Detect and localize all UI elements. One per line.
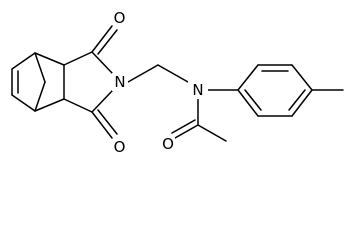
nitrogen-label-amide: N	[192, 81, 203, 99]
bond	[237, 64, 259, 91]
bond	[91, 90, 113, 113]
bond	[291, 89, 313, 117]
bond	[11, 94, 36, 112]
bond	[237, 89, 259, 117]
bond	[91, 51, 113, 74]
bridge-bond	[34, 52, 46, 83]
bond	[127, 64, 159, 83]
bond	[11, 52, 36, 70]
oxygen-label-bottom: O	[114, 138, 126, 156]
norbornene-ring	[11, 52, 65, 112]
tolyl-ring	[207, 64, 344, 117]
bridge-bond	[34, 81, 46, 112]
aromatic-inner-bond	[244, 89, 262, 111]
bond	[291, 64, 313, 91]
double-bond	[91, 111, 113, 139]
double-bond	[91, 25, 113, 53]
bond	[34, 98, 65, 112]
bond	[63, 51, 93, 66]
double-bond	[171, 119, 196, 134]
double-bond	[174, 124, 199, 139]
bond	[34, 52, 65, 66]
molecule-structure-diagram: O N O N O	[11, 9, 344, 156]
nitrogen-label-imide: N	[114, 73, 125, 91]
bond	[197, 124, 227, 142]
bond	[63, 98, 93, 113]
double-bond	[97, 29, 118, 55]
oxygen-label-acetyl: O	[162, 135, 174, 153]
bond	[157, 64, 189, 83]
double-bond	[97, 109, 118, 135]
aromatic-inner-bond	[288, 89, 306, 111]
imide-ring	[63, 25, 118, 139]
atom-labels: O N O N O	[112, 9, 208, 156]
oxygen-label-top: O	[114, 9, 126, 27]
linker-and-acetamide	[127, 64, 227, 142]
